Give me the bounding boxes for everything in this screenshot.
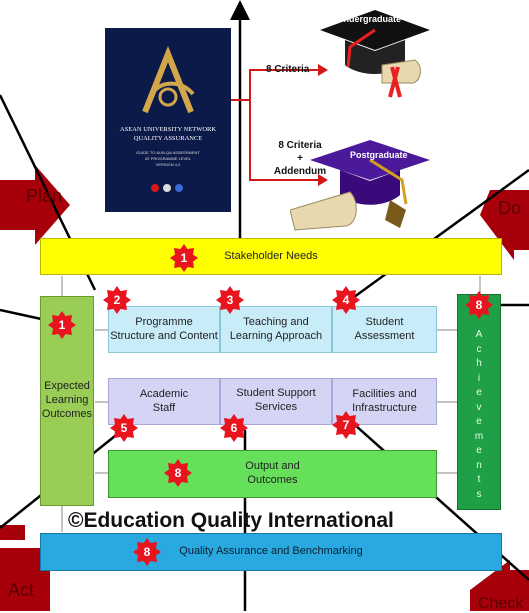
output-line-2: Outcomes [247,474,298,486]
badge-student-support: 6 [220,414,248,442]
badge-output: 8 [164,459,192,487]
achievements-letter: c [476,343,482,355]
programme-structure-box: Programme Structure and Content [108,306,220,353]
achievements-letter: n [476,459,482,471]
book-sub-1: GUIDE TO AUN-QA ASSESSMENT [136,150,200,155]
badge-stakeholder: 1 [170,244,198,272]
undergraduate-label: Undergraduate [337,14,402,24]
elo-line-1: Expected [44,380,90,393]
achievements-letter: e [476,416,482,427]
achievements-letter: i [477,372,481,384]
output-outcomes-box: Output and Outcomes [108,450,437,498]
act-arrow [0,525,50,611]
aun-qa-guide-cover: ASEAN UNIVERSITY NETWORK QUALITY ASSURAN… [105,28,231,212]
achievements-letter: m [474,430,484,442]
plan-arrow [0,165,70,245]
badge-facilities: 7 [332,411,360,439]
achievements-box: A c h i e v e m e n t s [457,294,501,510]
student-assessment-line-1: Student [365,315,404,328]
academic-staff-line-2: Staff [152,401,176,414]
badge-student-assessment: 4 [332,286,360,314]
check-label: Check [478,595,524,612]
elo-line-3: Outcomes [41,407,93,420]
quality-assurance-bar: Quality Assurance and Benchmarking [40,533,502,571]
facilities-line-1: Facilities and [352,387,417,400]
achievements-letter: v [476,401,482,413]
book-sub-2: AT PROGRAMME LEVEL [144,156,192,161]
book-logos [151,184,185,192]
stakeholder-needs-label: Stakeholder Needs [224,249,318,262]
book-sub-3: VERSION 4.0 [155,162,181,167]
badge-teaching-learning: 3 [216,286,244,314]
do-label: Do [498,198,522,218]
copyright-watermark: ©Education Quality International [68,509,394,532]
badge-academic-staff: 5 [110,414,138,442]
student-assessment-line-2: Assessment [354,329,415,342]
plan-label: Plan [26,186,63,206]
check-arrow [470,560,529,611]
elo-line-2: Learning [45,394,89,407]
facilities-line-2: Infrastructure [352,401,417,414]
academic-staff-line-1: Academic [139,387,189,400]
badge-achievements: 8 [465,291,493,319]
criteria-postgrad-label-2: + [297,153,303,164]
output-line-1: Output and [245,460,300,473]
book-title-2: QUALITY ASSURANCE [133,135,203,142]
badge-programme-structure: 2 [103,286,131,314]
achievements-letter: t [477,474,481,485]
achievements-letter: A [475,329,483,340]
student-support-box: Student Support Services [220,378,332,425]
achievements-letter: s [476,488,482,500]
teaching-learning-line-1: Teaching and [243,315,309,328]
badge-quality-assurance: 8 [133,538,161,566]
book-title-1: ASEAN UNIVERSITY NETWORK [119,126,217,133]
achievements-letter: e [476,445,482,456]
criteria-postgrad-label-1: 8 Criteria [278,140,322,151]
facilities-box: Facilities and Infrastructure [332,378,437,425]
criteria-postgrad-label-3: Addendum [273,166,327,177]
act-label: Act [8,580,35,600]
postgraduate-label: Postgraduate [350,150,408,160]
stakeholder-needs-bar: Stakeholder Needs [40,238,502,275]
programme-structure-line-1: Programme [135,315,193,328]
student-support-line-1: Student Support [236,387,316,399]
undergraduate-cap-icon [320,10,430,98]
quality-assurance-label: Quality Assurance and Benchmarking [179,545,363,558]
academic-staff-box: Academic Staff [108,378,220,425]
student-support-line-2: Services [254,400,298,413]
aun-logo [142,45,195,114]
teaching-learning-box: Teaching and Learning Approach [220,306,332,353]
postgraduate-cap-icon [290,140,430,231]
achievements-letter: h [476,358,482,369]
programme-structure-line-2: Structure and Content [110,329,218,342]
do-arrow [480,190,529,260]
achievements-letter: e [476,387,482,398]
student-assessment-box: Student Assessment [332,306,437,353]
badge-elo: 1 [48,311,76,339]
teaching-learning-line-2: Learning Approach [229,329,323,342]
criteria-undergrad-label: 8 Criteria [266,64,310,75]
